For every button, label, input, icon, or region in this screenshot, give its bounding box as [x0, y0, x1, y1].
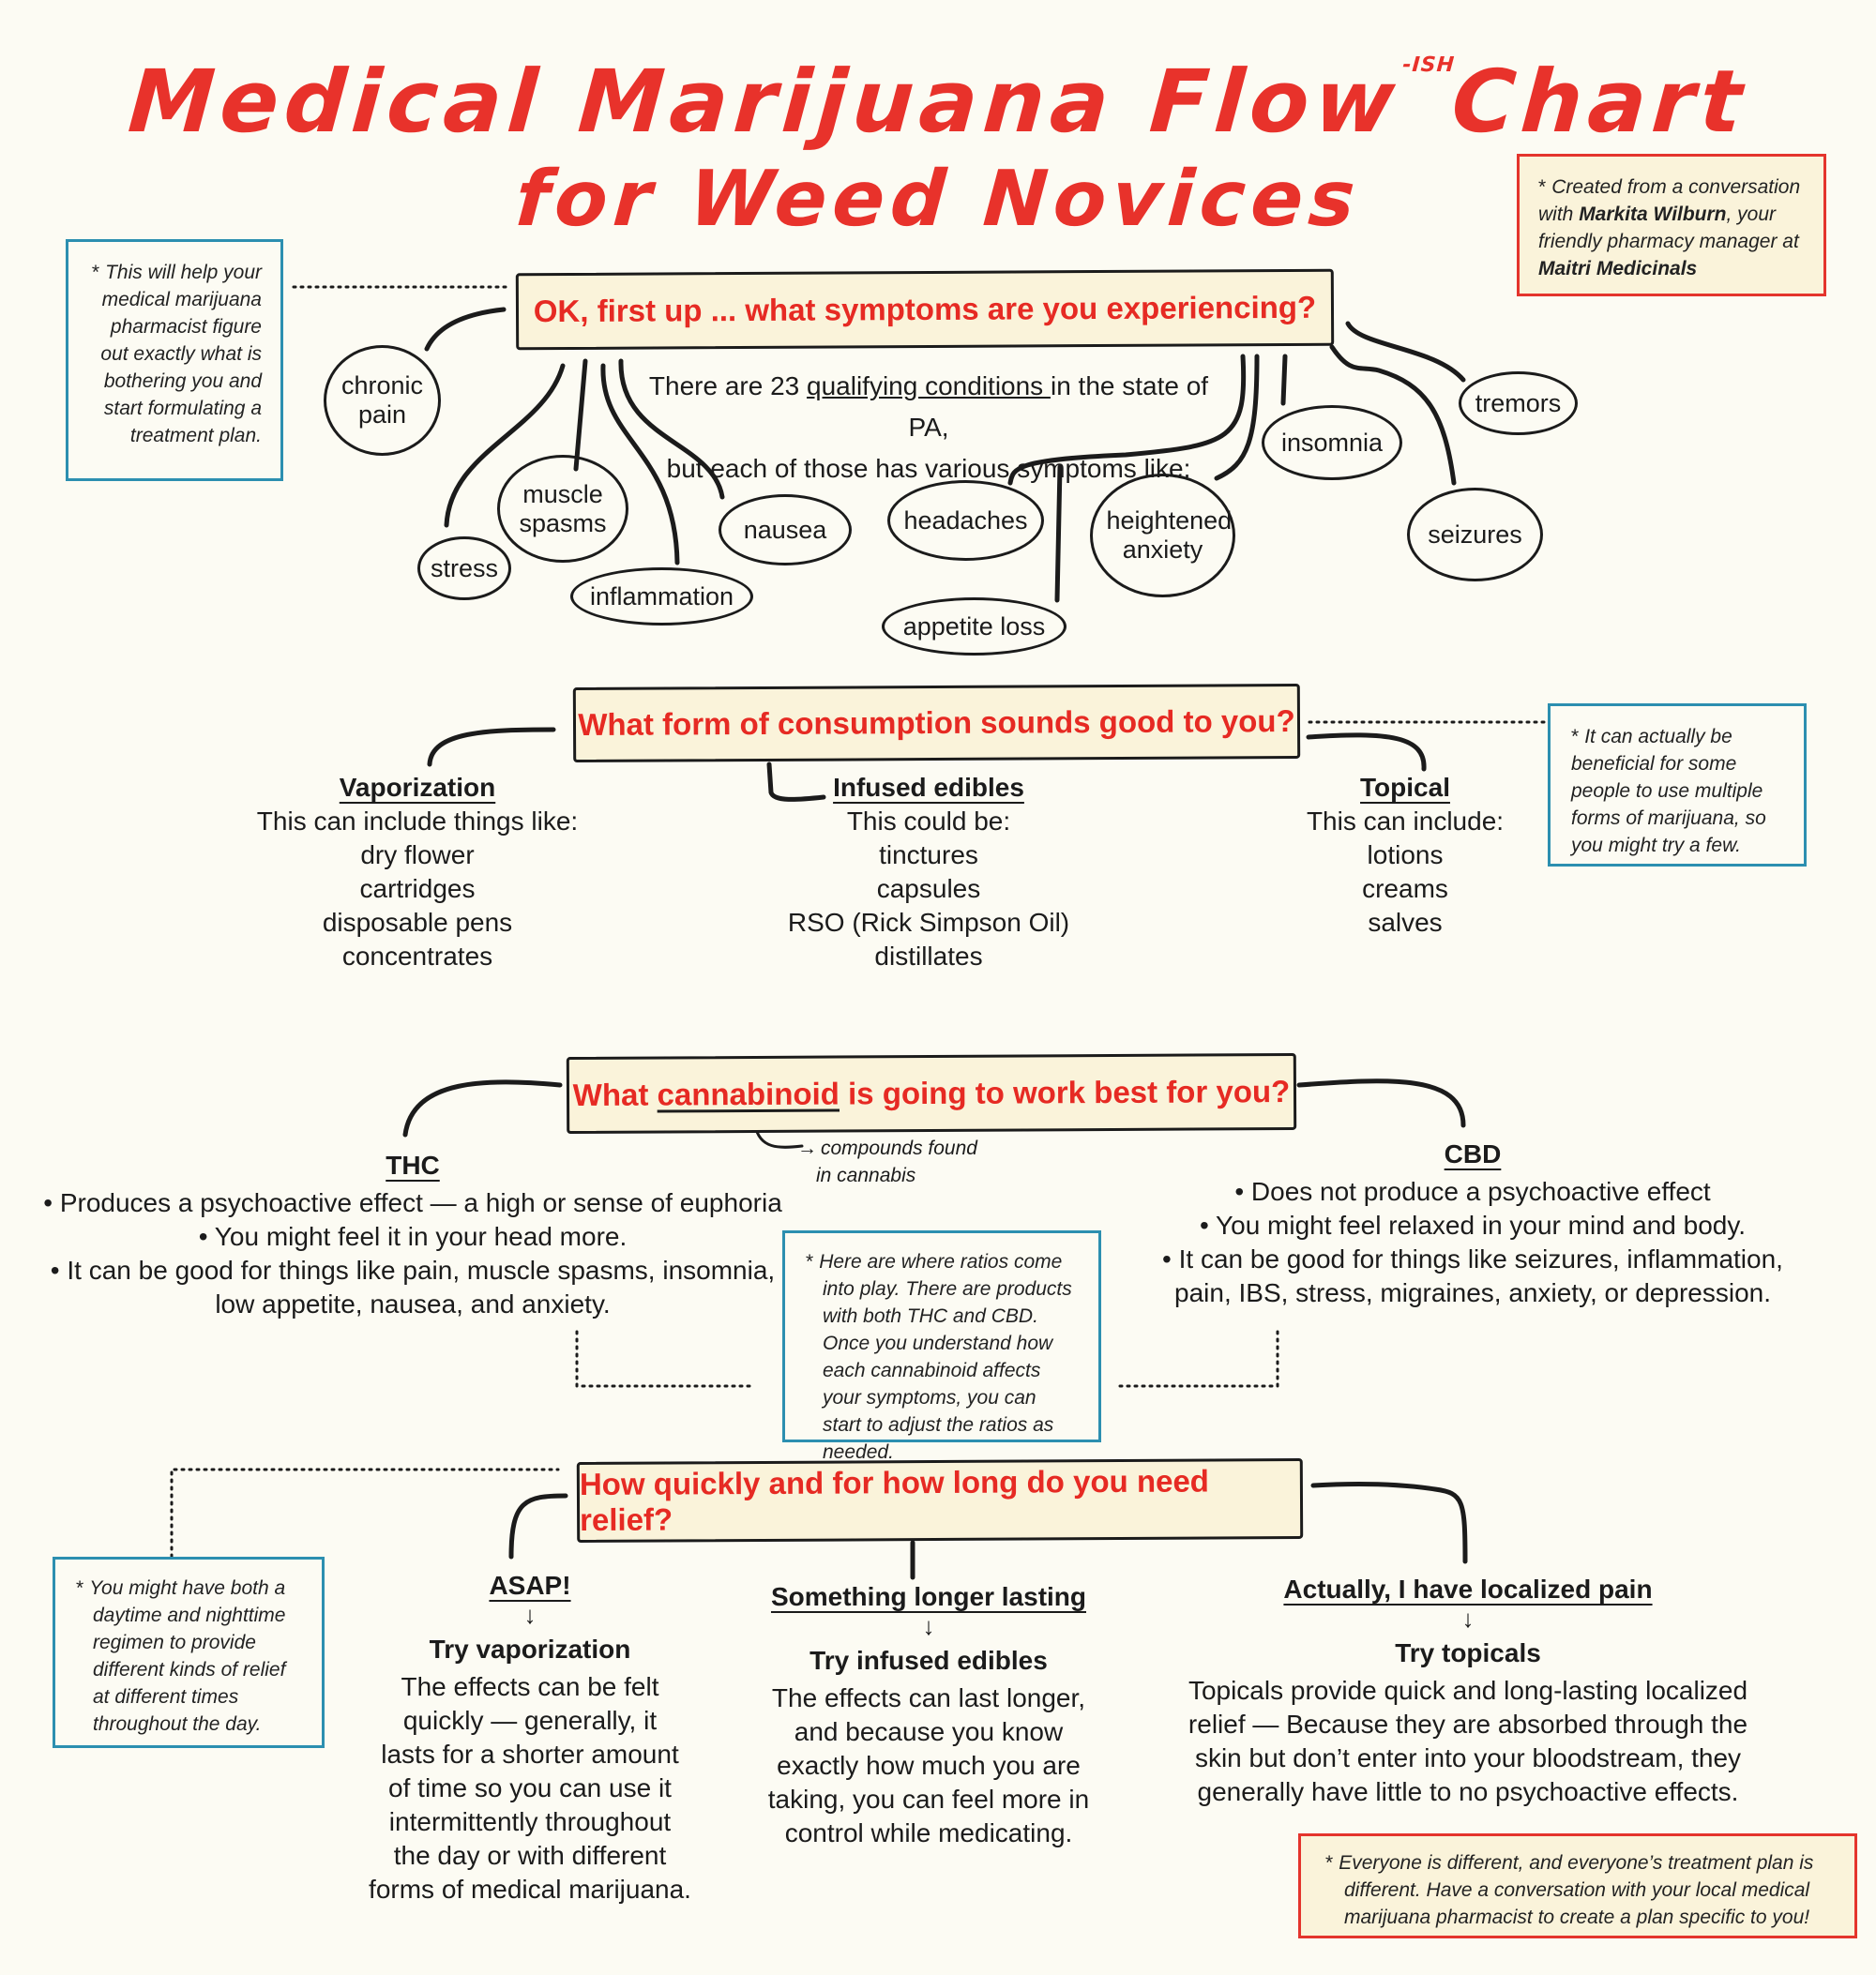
asterisk-icon: * [91, 262, 100, 283]
connector-chronic-pain [424, 307, 507, 352]
page-title: Medical Marijuana Flow-ISHChart [125, 52, 1751, 152]
consumption-side-note: *It can actually be beneficial for some … [1548, 703, 1807, 867]
dotted-connector-thc-note [575, 1330, 752, 1388]
connector-localized-pain [1310, 1482, 1468, 1564]
connector-cbd [1296, 1078, 1466, 1128]
asterisk-icon: * [76, 1577, 84, 1599]
option-infused-edibles: Infused edibles This could be: tinctures… [741, 771, 1116, 973]
cbd-panel: CBD • Does not produce a psychoactive ef… [1144, 1138, 1801, 1310]
symptom-appetite-loss: appetite loss [882, 597, 1067, 656]
dotted-connector-cbd-note [1114, 1330, 1279, 1388]
relief-option-title: ASAP! [489, 1571, 571, 1600]
relief-option-title: Actually, I have localized pain [1283, 1575, 1653, 1604]
cannabinoid-question: What cannabinoid is going to work best f… [572, 1073, 1291, 1113]
relief-side-note: *You might have both a daytime and night… [53, 1557, 325, 1748]
connector-thc [402, 1079, 563, 1138]
credit-name: Markita Wilburn [1579, 204, 1727, 225]
relief-option-action: Try vaporization [429, 1635, 631, 1664]
option-title: Infused edibles [833, 773, 1024, 802]
option-vaporization: Vaporization This can include things lik… [230, 771, 605, 973]
cbd-title: CBD [1444, 1139, 1502, 1168]
relief-question-box: How quickly and for how long do you need… [576, 1457, 1304, 1544]
connector-topical [1306, 732, 1427, 772]
credit-org: Maitri Medicinals [1538, 258, 1698, 279]
asterisk-icon: * [1538, 176, 1547, 198]
symptoms-side-note: *This will help your medical marijuana p… [66, 239, 283, 481]
cannabinoid-definition: →compounds found in cannabis [797, 1138, 977, 1186]
connector-insomnia [1280, 354, 1288, 406]
relief-option-title: Something longer lasting [770, 1582, 1086, 1611]
symptoms-question-box: OK, first up ... what symptoms are you e… [515, 268, 1335, 351]
ratio-note: *Here are where ratios come into play. T… [782, 1230, 1101, 1463]
symptom-tremors: tremors [1459, 371, 1578, 435]
final-note: *Everyone is different, and everyone’s t… [1298, 1833, 1857, 1938]
down-arrow-icon: ↓ [523, 1601, 537, 1629]
option-title: Topical [1360, 773, 1450, 802]
asterisk-icon: * [1325, 1852, 1334, 1874]
connector-vaporization [427, 727, 556, 767]
connector-muscle-spasms [573, 358, 588, 472]
symptom-seizures: seizures [1407, 488, 1543, 581]
symptoms-question: OK, first up ... what symptoms are you e… [533, 289, 1317, 329]
thc-panel: THC • Produces a psychoactive effect — a… [28, 1149, 797, 1321]
symptom-headaches: headaches [887, 480, 1044, 561]
asterisk-icon: * [806, 1251, 814, 1273]
down-arrow-icon: ↓ [1461, 1605, 1475, 1633]
relief-option-action: Try topicals [1395, 1638, 1541, 1667]
symptom-insomnia: insomnia [1262, 405, 1402, 480]
relief-option-localized-pain: Actually, I have localized pain ↓ Try to… [1163, 1573, 1773, 1809]
thc-title: THC [386, 1151, 440, 1180]
connector-asap [508, 1493, 568, 1560]
symptom-heightened-anxiety: heightened anxiety [1090, 474, 1235, 597]
symptom-stress: stress [417, 536, 511, 600]
down-arrow-icon: ↓ [922, 1612, 935, 1640]
asterisk-icon: * [1571, 726, 1580, 747]
symptom-muscle-spasms: muscle spasms [497, 455, 628, 563]
relief-option-action: Try infused edibles [809, 1646, 1048, 1675]
symptom-inflammation: inflammation [570, 567, 753, 626]
connector-tremors [1345, 321, 1466, 383]
relief-option-asap: ASAP! ↓ Try vaporization The effects can… [356, 1569, 704, 1907]
relief-option-longer-lasting: Something longer lasting ↓ Try infused e… [741, 1580, 1116, 1850]
title-ish-mark: -ISH [1401, 53, 1456, 77]
relief-question: How quickly and for how long do you need… [579, 1463, 1210, 1538]
consumption-question-box: What form of consumption sounds good to … [572, 683, 1301, 763]
cannabinoid-question-box: What cannabinoid is going to work best f… [566, 1052, 1297, 1135]
option-title: Vaporization [339, 773, 496, 802]
consumption-question: What form of consumption sounds good to … [578, 702, 1295, 743]
option-topical: Topical This can include: lotions creams… [1264, 771, 1546, 940]
credit-note: *Created from a conversation with Markit… [1517, 154, 1826, 296]
symptoms-intro: There are 23 qualifying conditions in th… [648, 371, 1209, 483]
symptom-nausea: nausea [719, 494, 852, 565]
dotted-connector-relief-note [170, 1468, 560, 1559]
symptom-chronic-pain: chronic pain [324, 345, 441, 456]
